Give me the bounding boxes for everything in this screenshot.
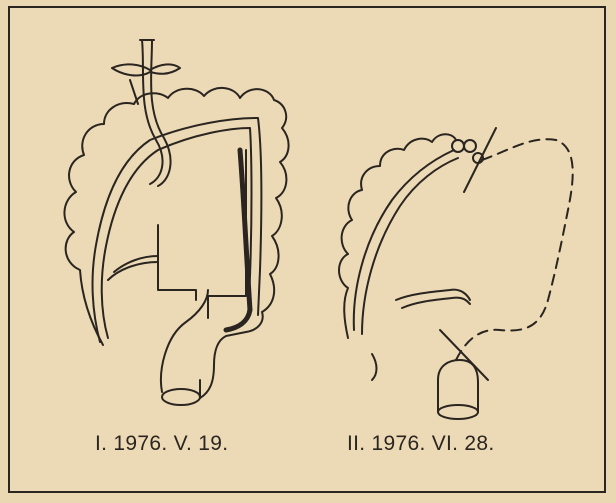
panel-2-stoma [452, 140, 464, 152]
panel-1-caption: I. 1976. V. 19. [95, 432, 228, 456]
panel-1-rectum [161, 290, 208, 392]
panel-1-lumen [93, 118, 262, 342]
panel-2-lumen [354, 150, 454, 330]
panel-1-rectum-end [162, 389, 200, 405]
panel-2-cut-bottom [440, 330, 488, 380]
panel-1-colon-outline [64, 88, 288, 398]
panel-2-cut-top [464, 128, 496, 192]
panel-2-drawing [339, 128, 573, 419]
panel-2-colon-outline [339, 134, 456, 338]
panel-2-caption: II. 1976. VI. 28. [347, 432, 495, 456]
panel-1-clamp [112, 64, 180, 75]
panel-1-drawing [64, 40, 288, 405]
